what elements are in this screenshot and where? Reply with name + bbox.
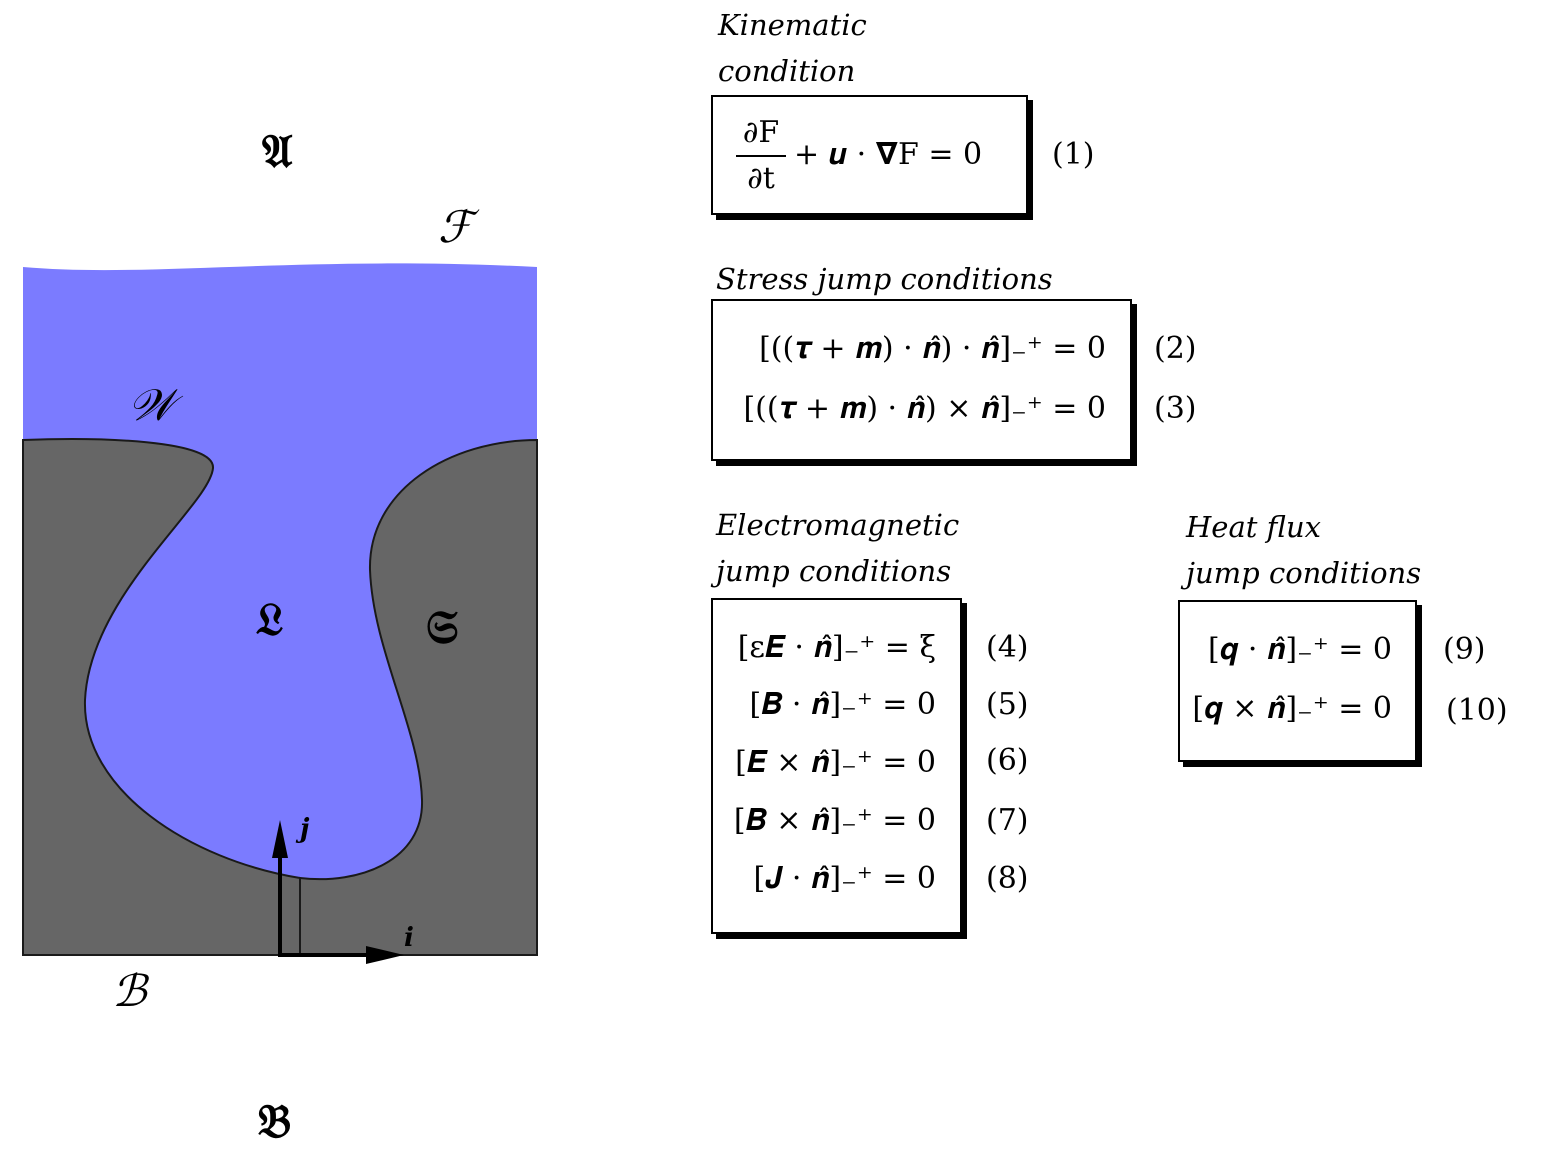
electromagnetic-heading: Electromagnetic jump conditions <box>716 508 960 588</box>
heat-flux-box <box>1178 600 1417 762</box>
air-region-label: 𝔄 <box>262 124 293 178</box>
i-axis-label: i <box>404 923 414 953</box>
solid-region-label: 𝔖 <box>426 600 459 654</box>
kinematic-equation-rest: + 𝒖 · 𝛁F = 0 <box>794 137 983 172</box>
heat-equation-9: [𝒒 · 𝒏̂]₋⁺ = 0 <box>1207 632 1392 667</box>
i-axis-arrowhead <box>366 946 404 964</box>
stress-heading: Stress jump conditions <box>716 262 1053 296</box>
equation-number-4: (4) <box>986 630 1029 665</box>
equation-number-3: (3) <box>1154 391 1197 426</box>
wall-boundary-label: 𝒲 <box>128 380 175 431</box>
kinematic-frac-denominator: ∂t <box>747 161 775 196</box>
equation-number-5: (5) <box>986 687 1029 722</box>
equation-number-10: (10) <box>1446 693 1508 728</box>
em-equation-7: [𝑩 × 𝒏̂]₋⁺ = 0 <box>733 803 936 838</box>
free-surface-label: ℱ <box>438 202 473 253</box>
kinematic-frac-bar <box>736 155 786 157</box>
kinematic-heading: Kinematic condition <box>718 8 867 88</box>
j-axis-arrowhead <box>272 820 288 858</box>
stress-equation-3: [((𝝉 + 𝒎) · 𝒏̂) × 𝒏̂]₋⁺ = 0 <box>743 391 1106 426</box>
stress-equation-2: [((𝝉 + 𝒎) · 𝒏̂) · 𝒏̂]₋⁺ = 0 <box>759 331 1106 366</box>
stress-box <box>711 299 1132 461</box>
equation-number-1: (1) <box>1052 137 1095 172</box>
heat-flux-heading: Heat flux jump conditions <box>1186 510 1422 590</box>
solid-right-region <box>299 438 538 956</box>
equation-number-2: (2) <box>1154 331 1197 366</box>
kinematic-frac-numerator: ∂F <box>742 115 780 150</box>
solid-left-region <box>22 438 301 956</box>
em-equation-5: [𝑩 · 𝒏̂]₋⁺ = 0 <box>749 687 937 722</box>
base-region-label: 𝔅 <box>258 1094 292 1148</box>
equation-number-6: (6) <box>986 743 1029 778</box>
j-axis-label: j <box>300 814 310 844</box>
em-equation-8: [𝑱 · 𝒏̂]₋⁺ = 0 <box>753 861 936 896</box>
bottom-boundary-label: ℬ <box>112 966 147 1017</box>
equation-number-9: (9) <box>1443 632 1486 667</box>
equation-number-7: (7) <box>986 803 1029 838</box>
heat-equation-10: [𝒒 × 𝒏̂]₋⁺ = 0 <box>1192 691 1392 726</box>
em-equation-6: [𝑬 × 𝒏̂]₋⁺ = 0 <box>735 745 936 780</box>
liquid-region <box>23 263 537 956</box>
equation-number-8: (8) <box>986 861 1029 896</box>
electromagnetic-box <box>711 598 962 934</box>
em-equation-4: [ε𝑬 · 𝒏̂]₋⁺ = ξ <box>737 630 936 665</box>
liquid-region-label: 𝔏 <box>256 592 284 646</box>
